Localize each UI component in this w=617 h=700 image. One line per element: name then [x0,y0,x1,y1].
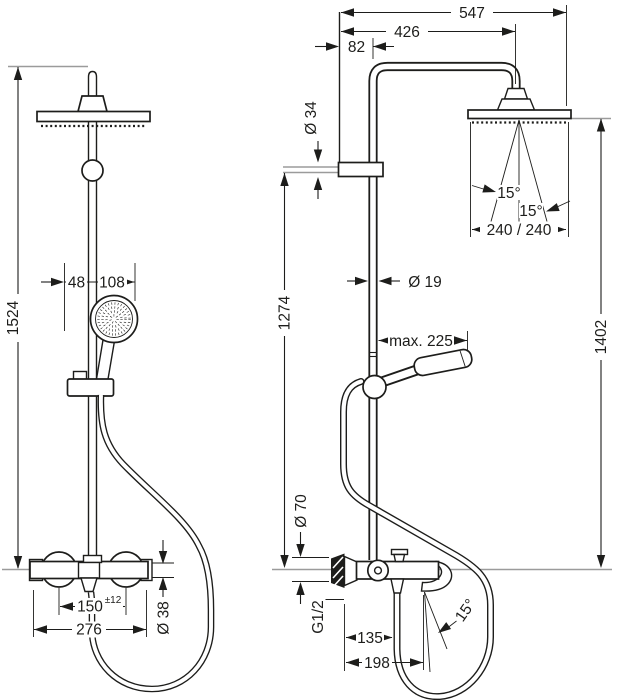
wall-bracket-side [337,161,384,178]
label-dia-19: Ø 19 [408,274,442,291]
hand-shower-side [362,348,473,400]
label-150-tolerance: ±12 [105,595,122,606]
front-view: 1524 48 108 150 ±12 [4,67,215,693]
dim-connection-centers: 150 ±12 [58,588,127,616]
label-1402: 1402 [593,320,610,354]
label-spray-left: 15° [497,185,520,202]
dim-hose-thread: G1/2 [309,597,344,637]
hand-shower-holder-front [66,370,115,397]
label-1524: 1524 [5,300,22,335]
label-dia-70: Ø 70 [293,494,310,528]
label-547: 547 [459,5,485,22]
dim-rail-offsets: 48 108 [41,263,136,331]
dim-spout-reach: 198 [346,655,423,672]
dim-overhead-height: 1402 [592,118,610,568]
dim-bracket-diameter: Ø 34 [302,96,323,199]
label-max-225: max. 225 [389,333,453,350]
wall-bracket-front [81,159,104,182]
label-135: 135 [357,630,383,647]
side-view: 15° 15° 240 / 240 547 426 [276,5,610,700]
shower-hose-front [87,394,215,693]
dim-riser-height: 1274 [276,173,294,568]
thermostat-valve-front [28,551,153,593]
dim-valve-width: 276 [33,590,147,639]
dim-valve-diameter: Ø 70 [292,490,329,604]
label-spray-right: 15° [519,203,542,220]
hand-shower-front [89,294,139,344]
dim-riser-diameter: Ø 19 [347,274,442,291]
hand-shower-handle-front [95,337,116,386]
hose-nipple [390,578,405,594]
label-dia-34: Ø 34 [303,101,320,135]
label-150: 150 [77,599,103,616]
overhead-shower-side [467,87,572,124]
dim-wall-to-hose: 135 [344,604,393,671]
label-108: 108 [99,275,125,292]
dim-escutcheon-diameter: Ø 38 [152,540,174,639]
dim-handshower-reach: max. 225 [378,331,468,356]
tub-spout [420,560,453,592]
label-198: 198 [364,655,390,672]
label-1274: 1274 [277,295,294,330]
label-426: 426 [394,24,420,41]
spout-stream: 15° [423,591,480,673]
dim-wall-to-riser: 82 [315,38,394,59]
wall-flange [331,553,345,588]
shower-hose-side [340,378,494,700]
bath-thermostat-side [331,548,453,594]
overhead-shower-front [36,95,151,128]
slider-ball-joint [362,374,387,400]
label-240-240: 240 / 240 [487,222,552,239]
label-g12: G1/2 [310,600,327,634]
label-48: 48 [68,275,85,292]
label-276: 276 [76,622,102,639]
dim-overall-projection: 547 [341,5,567,106]
spray-pattern: 15° 15° 240 / 240 [470,119,571,239]
label-82: 82 [348,39,365,56]
label-dia-38: Ø 38 [156,601,173,635]
dim-arm-projection: 426 [341,24,516,84]
dim-total-height: 1524 [4,67,23,569]
riser-and-arm [368,61,521,560]
